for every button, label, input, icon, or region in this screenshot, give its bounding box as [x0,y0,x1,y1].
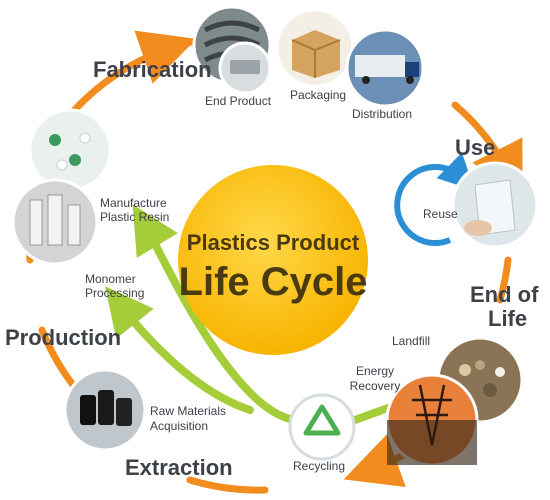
label-reuse: Reuse [423,207,458,221]
label-monomer-2: Processing [85,286,144,300]
stage-fabrication: Fabrication [93,57,212,82]
stage-end-of-life-1: End of [470,282,539,307]
label-recycling: Recycling [293,459,345,473]
label-manufacture-2: Plastic Resin [100,210,169,224]
label-raw-materials-1: Raw Materials [150,404,226,418]
factory-photo [11,178,99,266]
recycling-photo [288,393,356,461]
center-sun [178,165,368,355]
label-manufacture-1: Manufacture [100,196,167,210]
stage-production: Production [5,325,121,350]
label-energy-recovery-2: Recovery [350,379,401,393]
energy-recovery-photo [385,373,479,467]
resin-pellets-photo [28,108,112,192]
reuse-photo [451,161,539,249]
stage-extraction: Extraction [125,455,233,480]
end-product-photo [218,41,272,95]
label-landfill: Landfill [392,334,430,348]
label-distribution: Distribution [352,107,412,121]
label-end-product: End Product [205,94,272,108]
center-title-line2: Life Cycle [179,260,368,304]
stage-end-of-life-2: Life [488,306,527,331]
label-raw-materials-2: Acquisition [150,419,208,433]
label-monomer-1: Monomer [85,272,136,286]
barrels-photo [63,368,147,452]
label-packaging: Packaging [290,88,346,102]
packaging-photo [275,8,355,88]
label-energy-recovery-1: Energy [356,364,394,378]
center-title-line1: Plastics Product [187,230,360,255]
recycle-icon [303,404,341,436]
reuse-loop-arrow [394,152,475,246]
distribution-photo [345,28,425,108]
stage-use: Use [455,135,495,160]
